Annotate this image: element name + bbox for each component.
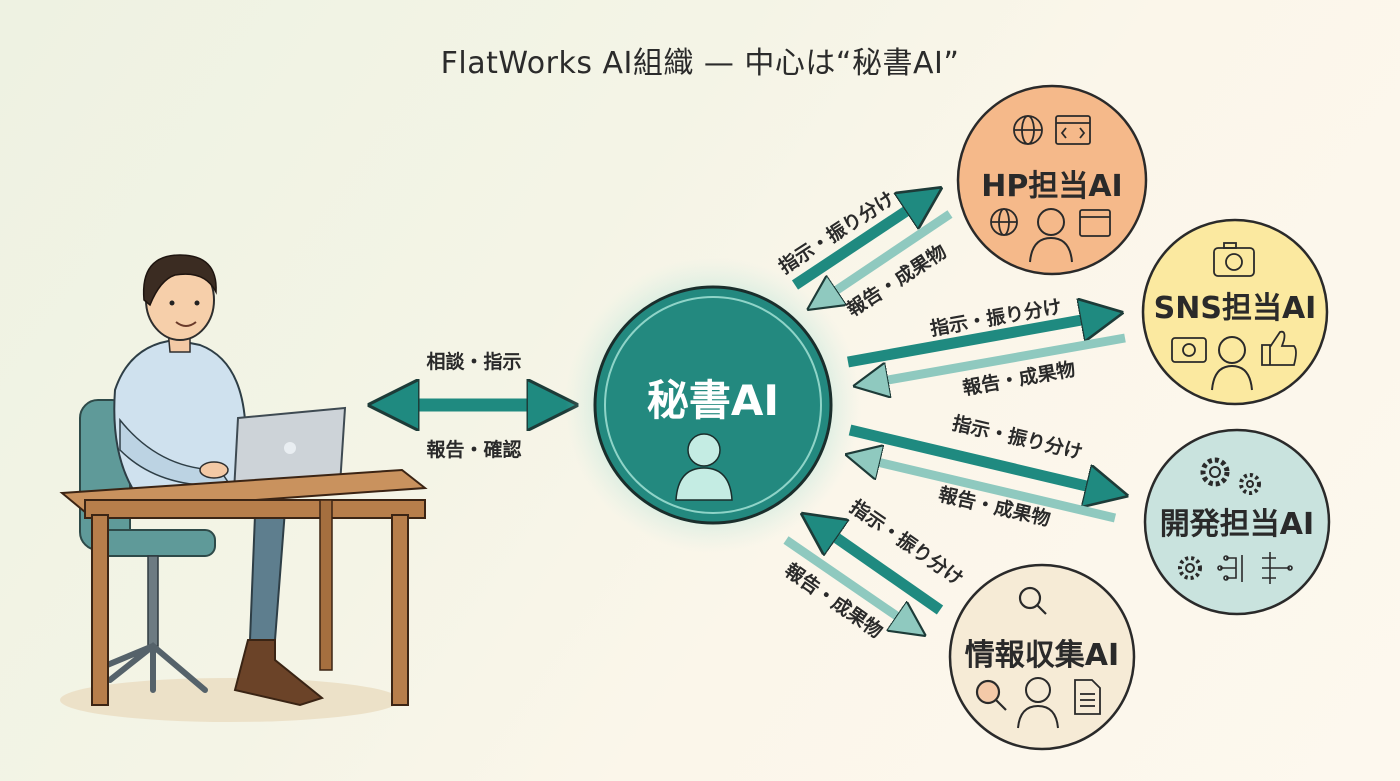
secretary-ai-node: 秘書AI	[565, 257, 861, 553]
dev-ai-label: 開発担当AI	[1160, 507, 1314, 542]
agent-arrows	[783, 192, 1125, 632]
user-link-bottom-label: 報告・確認	[426, 438, 521, 461]
magnifier-icon	[975, 679, 1007, 711]
person-icon	[675, 433, 733, 501]
info-out-label: 指示・振り分け	[846, 495, 968, 590]
secretary-ai-label: 秘書AI	[647, 376, 779, 425]
user-link-top-label: 相談・指示	[426, 350, 521, 373]
circuit-icon	[1217, 552, 1293, 584]
info-ai-label: 情報収集AI	[965, 638, 1119, 673]
person-icon	[1211, 336, 1253, 391]
document-icon	[1074, 679, 1101, 715]
globe-icon	[990, 208, 1018, 236]
camera-icon	[1171, 337, 1207, 363]
hp-ai-node: HP担当AI	[956, 84, 1148, 276]
dev-ai-node: 開発担当AI	[1143, 428, 1331, 616]
user-secretary-link: 相談・指示 報告・確認	[378, 350, 568, 461]
hp-ai-label: HP担当AI	[981, 169, 1122, 204]
thumbs-up-icon	[1261, 330, 1297, 366]
info-ai-node: 情報収集AI	[948, 563, 1136, 751]
person-icon	[1029, 208, 1073, 263]
person-icon	[1017, 677, 1059, 729]
sns-ai-label: SNS担当AI	[1154, 291, 1317, 326]
user-at-desk-illustration	[59, 254, 428, 722]
gears-icon	[1178, 457, 1261, 580]
code-window-icon	[1055, 115, 1091, 145]
magnifier-icon	[1018, 586, 1047, 615]
sns-ai-node: SNS担当AI	[1141, 218, 1329, 406]
camera-icon	[1213, 242, 1255, 277]
globe-icon	[1013, 115, 1043, 145]
code-window-icon	[1079, 209, 1111, 237]
diagram-title: FlatWorks AI組織 — 中心は“秘書AI”	[440, 46, 960, 81]
